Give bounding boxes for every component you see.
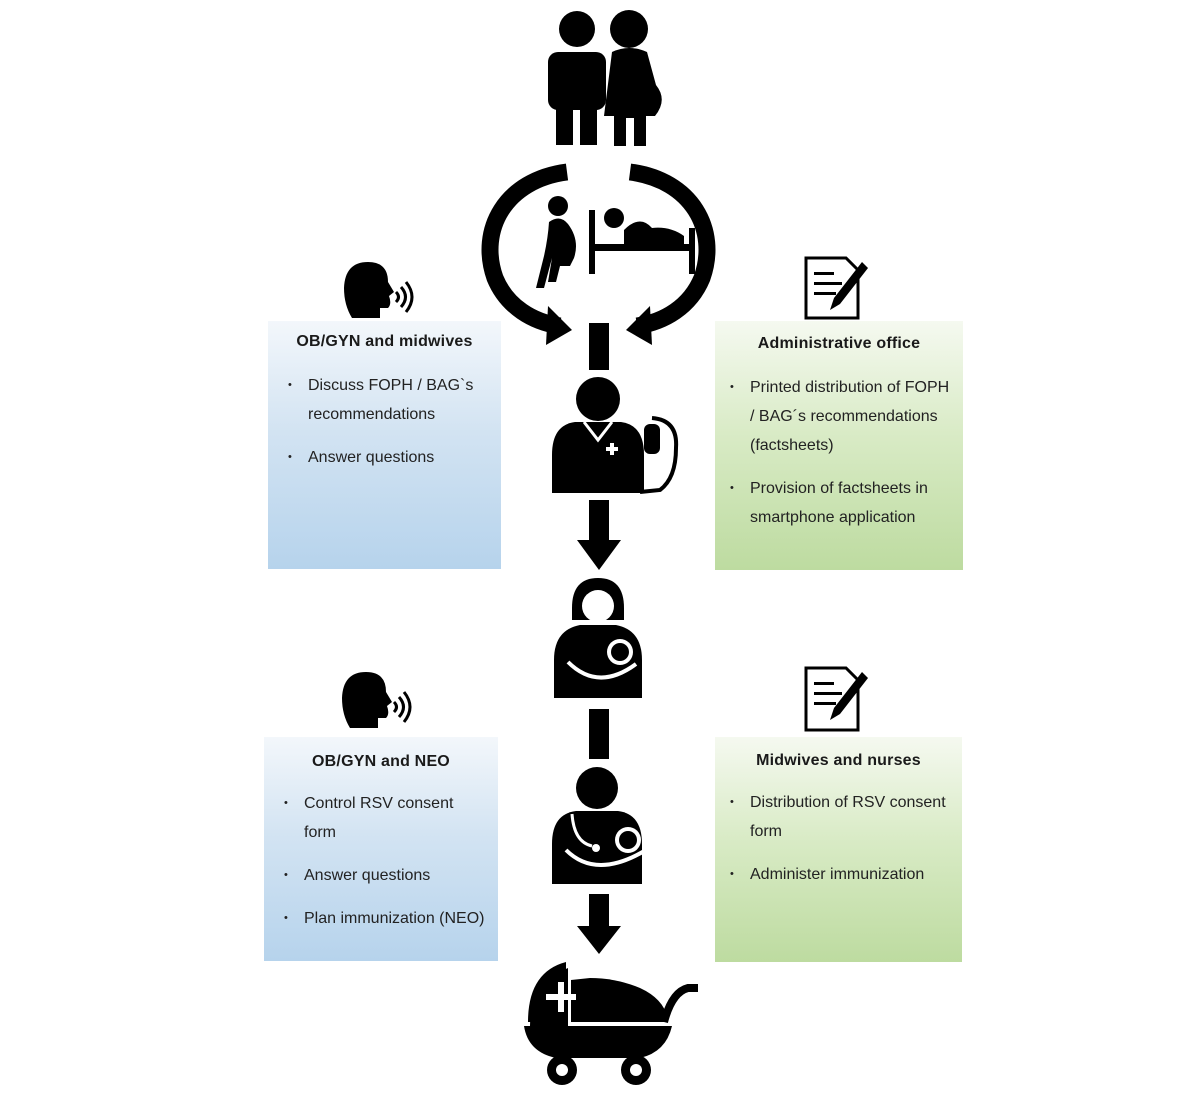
mother-holding-newborn-icon <box>554 578 642 698</box>
administrative-office-box: Administrative office Printed distributi… <box>715 321 963 570</box>
box-title: Midwives and nurses <box>756 752 921 769</box>
flow-connector <box>589 323 609 370</box>
doctor-with-ultrasound-icon <box>552 377 679 494</box>
midwives-nurses-box: Midwives and nurses Distribution of RSV … <box>715 737 962 962</box>
document-pen-icon <box>804 666 868 732</box>
list-item: Plan immunization (NEO) <box>282 904 488 933</box>
list-item: Administer immunization <box>728 860 952 889</box>
document-pen-icon <box>804 256 868 320</box>
flow-arrow <box>577 894 621 954</box>
list-item: Answer questions <box>282 861 488 890</box>
list-item: Printed distribution of FOPH / BAG´s rec… <box>728 373 953 460</box>
bullet-list: Control RSV consent form Answer question… <box>282 789 488 933</box>
physician-holding-newborn-icon <box>552 767 648 884</box>
box-title: Administrative office <box>757 335 921 352</box>
circular-arrows-icon <box>481 163 716 345</box>
flow-connector <box>589 709 609 759</box>
list-item: Provision of factsheets in smartphone ap… <box>728 474 953 532</box>
speaking-head-icon <box>344 262 414 318</box>
bullet-list: Distribution of RSV consent form Adminis… <box>728 788 952 889</box>
list-item: Answer questions <box>286 443 491 472</box>
obgyn-midwives-box: OB/GYN and midwives Discuss FOPH / BAG`s… <box>268 321 501 569</box>
flow-arrow <box>577 500 621 570</box>
box-title: OB/GYN and midwives <box>296 333 473 350</box>
list-item: Control RSV consent form <box>282 789 488 847</box>
expecting-parents-icon <box>548 10 662 146</box>
list-item: Distribution of RSV consent form <box>728 788 952 846</box>
list-item: Discuss FOPH / BAG`s recommendations <box>286 371 491 429</box>
obgyn-neo-box: OB/GYN and NEO Control RSV consent form … <box>264 737 498 961</box>
bullet-list: Discuss FOPH / BAG`s recommendations Ans… <box>286 371 491 472</box>
pregnant-woman-icon <box>536 196 576 288</box>
bullet-list: Printed distribution of FOPH / BAG´s rec… <box>728 373 953 532</box>
speaking-head-icon <box>342 672 412 728</box>
box-title: OB/GYN and NEO <box>312 753 450 770</box>
medical-stroller-icon <box>524 962 698 1085</box>
hospital-bed-icon <box>589 208 695 274</box>
